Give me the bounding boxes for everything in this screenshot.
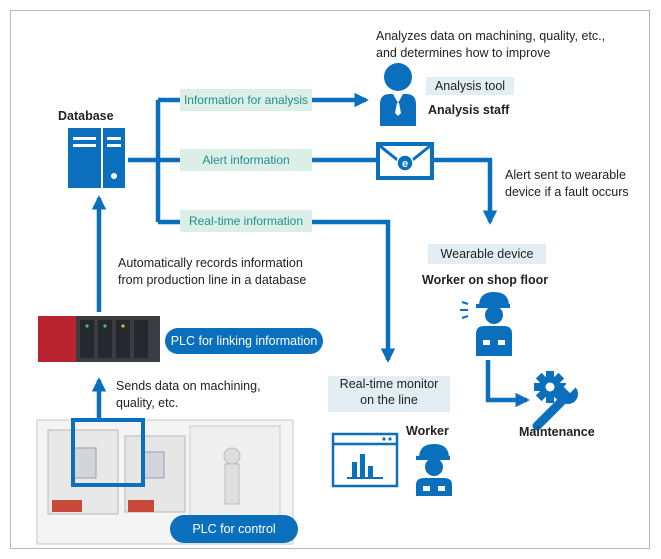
- records-description: Automatically records information from p…: [118, 256, 307, 287]
- shop-floor-worker-icon: [460, 292, 512, 356]
- maintenance-label: Maintenance: [519, 425, 595, 439]
- analysis-staff-label: Analysis staff: [428, 103, 510, 117]
- alert-information-box: Alert information: [180, 149, 312, 171]
- arrow-alert-to-wearable: [432, 157, 498, 225]
- plc-hardware: [38, 316, 160, 362]
- analysis-description: Analyzes data on machining, quality, etc…: [376, 29, 606, 60]
- sends-description: Sends data on machining, quality, etc.: [116, 379, 261, 410]
- arrow-to-maintenance: [485, 360, 530, 408]
- mail-icon: e: [376, 142, 434, 180]
- alert-description: Alert sent to wearable device if a fault…: [505, 168, 629, 199]
- analysis-tool-box: Analysis tool: [426, 77, 514, 95]
- monitor-worker-icon: [416, 444, 452, 496]
- svg-text:e: e: [402, 158, 408, 170]
- analysis-staff-icon: [380, 63, 416, 126]
- gear-wrench-icon: [532, 371, 578, 431]
- database-server-icon: [68, 128, 125, 188]
- plc-linking-badge: PLC for linking information: [165, 328, 323, 354]
- information-for-analysis-box: Information for analysis: [180, 89, 312, 111]
- database-label: Database: [58, 109, 114, 123]
- diagram-frame: [10, 10, 650, 549]
- real-time-information-box: Real-time information: [180, 210, 312, 232]
- monitor-worker-label: Worker: [406, 424, 449, 438]
- wearable-device-box: Wearable device: [428, 244, 546, 264]
- monitor-icon: [331, 432, 399, 488]
- shop-floor-worker-label: Worker on shop floor: [422, 273, 549, 287]
- plc-control-badge: PLC for control: [170, 515, 298, 543]
- real-time-monitor-box: Real-time monitor on the line: [328, 376, 450, 412]
